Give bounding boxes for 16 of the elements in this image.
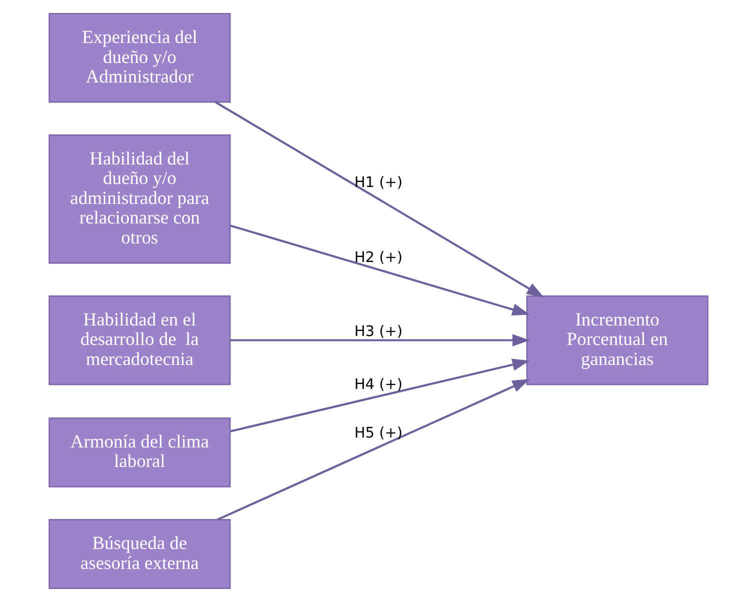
edge-label: H3 (+): [354, 324, 402, 340]
edge-label: H4 (+): [354, 376, 402, 393]
node-box: Habilidad en el desarrollo de la mercadotecnia: [48, 295, 230, 386]
edge-label: H5 (+): [354, 426, 402, 442]
arrow: [230, 334, 530, 346]
edge-label: H2 (+): [354, 250, 402, 266]
edge-label: H1 (+): [354, 174, 402, 191]
node-box: Búsqueda de asesoría externa: [48, 519, 230, 589]
arrow: [216, 379, 530, 521]
node-box: Habilidad del dueño y/o administrador para relacionarse con otros: [48, 134, 230, 264]
node-box: Experiencia del dueño y/o Administrador: [48, 13, 230, 103]
node-box: Incremento Porcentual en ganancias: [526, 295, 708, 386]
arrow: [230, 358, 530, 432]
node-box: Armonía del clima laboral: [48, 417, 230, 488]
arrow: [214, 101, 544, 298]
arrow: [230, 224, 530, 316]
